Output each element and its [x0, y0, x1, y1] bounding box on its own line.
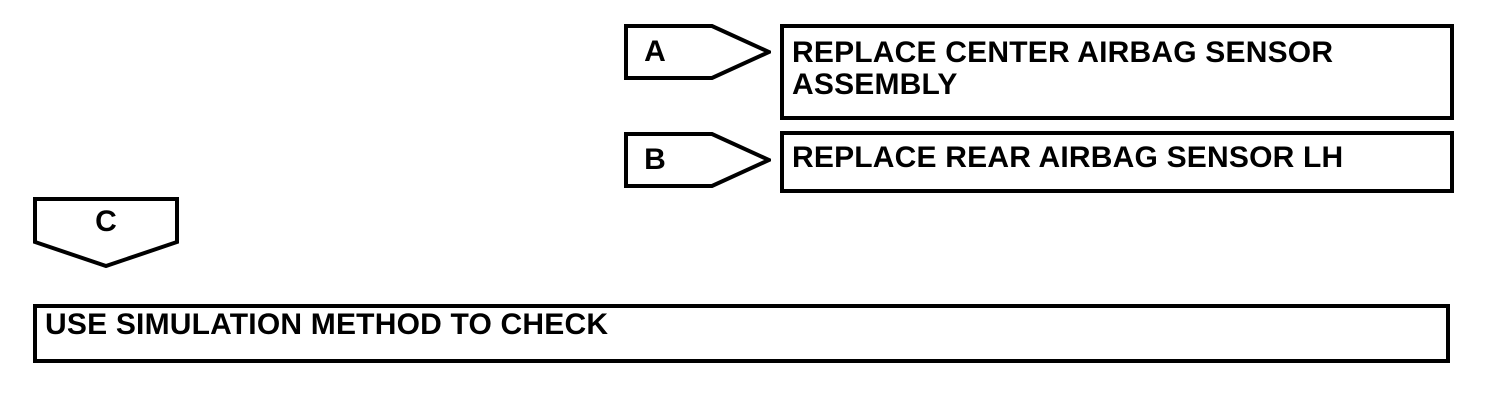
branch-c-action-box: USE SIMULATION METHOD TO CHECK: [33, 304, 1450, 363]
right-arrow-pentagon-icon: [624, 132, 771, 188]
right-arrow-pentagon-icon: [624, 24, 771, 80]
branch-b-action-text: REPLACE REAR AIRBAG SENSOR LH: [792, 141, 1344, 174]
branch-c-connector: C: [33, 197, 179, 268]
branch-b-label: B: [644, 143, 666, 176]
branch-b-connector: B: [624, 132, 771, 188]
branch-c-label: C: [95, 205, 117, 238]
branch-a-action-text: REPLACE CENTER AIRBAG SENSOR ASSEMBLY: [792, 36, 1334, 101]
branch-b-action-box: REPLACE REAR AIRBAG SENSOR LH: [780, 131, 1454, 193]
branch-a-connector: A: [624, 24, 771, 80]
branch-a-action-box: REPLACE CENTER AIRBAG SENSOR ASSEMBLY: [780, 24, 1454, 120]
branch-c-action-text: USE SIMULATION METHOD TO CHECK: [45, 308, 609, 341]
down-arrow-pentagon-icon: [33, 197, 179, 268]
branch-a-label: A: [644, 35, 666, 68]
